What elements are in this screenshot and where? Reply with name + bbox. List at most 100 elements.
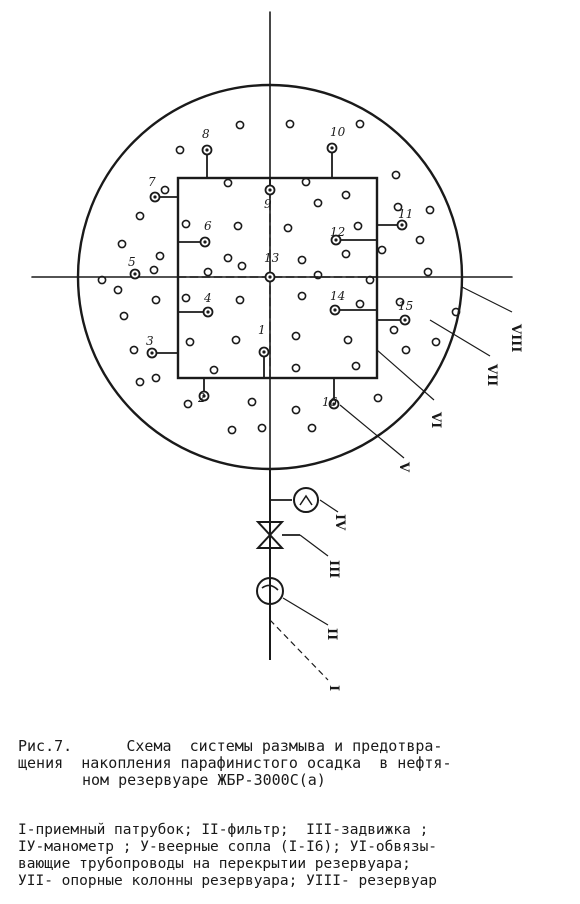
caption-label: Рис.7. [18, 737, 73, 755]
nozzle-center [330, 146, 334, 150]
support-column [129, 345, 139, 355]
support-column [233, 221, 243, 231]
support-column [223, 178, 233, 188]
support-column [175, 145, 185, 155]
nozzle-label: 16 [322, 395, 338, 409]
support-column [297, 255, 307, 265]
support-column [341, 249, 351, 259]
support-column [155, 251, 165, 261]
nozzle-center [262, 350, 266, 354]
nozzle-center [203, 240, 207, 244]
support-column [431, 337, 441, 347]
support-column [231, 335, 241, 345]
support-column [301, 177, 311, 187]
label-piping: VI [428, 411, 443, 428]
support-column [135, 377, 145, 387]
support-column [423, 267, 433, 277]
support-column [181, 219, 191, 229]
support-column [297, 291, 307, 301]
support-column [185, 337, 195, 347]
support-column [113, 285, 123, 295]
support-column [181, 293, 191, 303]
nozzle-center [205, 148, 209, 152]
valve [255, 521, 285, 549]
support-column [373, 393, 383, 403]
nozzle-label: 9 [264, 197, 272, 211]
legend-line2: IУ-манометр ; У-веерные сопла (I-I6); УI… [18, 839, 438, 855]
support-column [343, 335, 353, 345]
nozzle-center [268, 188, 272, 192]
support-column [291, 331, 301, 341]
support-column [237, 261, 247, 271]
nozzle-center [400, 223, 404, 227]
support-column [160, 185, 170, 195]
support-column [355, 299, 365, 309]
label-valve: III [326, 560, 341, 578]
support-column [203, 267, 213, 277]
support-column [377, 245, 387, 255]
support-column [117, 239, 127, 249]
nozzle-center [268, 275, 272, 279]
label-filter: II [324, 628, 339, 640]
figure-legend: I-приемный патрубок; II-фильтр; III-задв… [18, 822, 566, 890]
support-column [353, 221, 363, 231]
support-column [313, 270, 323, 280]
nozzle-label: 4 [203, 291, 212, 305]
label-tank: VIII [508, 323, 523, 352]
caption-line3: ном резервуаре ЖБР-3000С(а) [82, 771, 326, 789]
piping-ring [176, 176, 379, 380]
support-column [135, 211, 145, 221]
nozzle-label: 2 [197, 391, 206, 405]
nozzle-label: 15 [398, 299, 413, 313]
support-column [389, 325, 399, 335]
nozzle-label: 7 [148, 175, 156, 189]
support-column [415, 235, 425, 245]
nozzle-label: 14 [330, 289, 345, 303]
filter [256, 577, 284, 605]
nozzle-label: 10 [330, 125, 346, 139]
support-column [149, 265, 159, 275]
support-column [355, 119, 365, 129]
support-column [393, 202, 403, 212]
support-column [401, 345, 411, 355]
legend-line4: УII- опорные колонны резервуара; УIII- р… [18, 873, 438, 889]
support-column [351, 361, 361, 371]
support-column [307, 423, 317, 433]
support-column [247, 397, 257, 407]
support-column [119, 311, 129, 321]
nozzle-center [202, 394, 206, 398]
support-column [151, 295, 161, 305]
nozzle-center [153, 195, 157, 199]
support-column [341, 190, 351, 200]
support-column [365, 275, 375, 285]
support-column [97, 275, 107, 285]
support-column [285, 119, 295, 129]
nozzle-label: 1 [258, 323, 266, 337]
support-column [257, 423, 267, 433]
support-column [451, 307, 461, 317]
nozzle-center [333, 308, 337, 312]
figure-caption: Рис.7. Схема системы размыва и предотвра… [18, 738, 566, 789]
legend-line3: вающие трубопроводы на перекрытии резерв… [18, 856, 411, 872]
nozzle-center [334, 238, 338, 242]
support-column [223, 253, 233, 263]
legend-line1: I-приемный патрубок; II-фильтр; III-задв… [18, 822, 429, 838]
nozzle-label: 13 [264, 251, 280, 265]
support-column [183, 399, 193, 409]
nozzle-center [332, 402, 336, 406]
support-column [395, 297, 405, 307]
label-nozzle: V [396, 461, 411, 473]
support-column [313, 198, 323, 208]
inlet-pipe-tail [269, 619, 329, 681]
support-column [209, 365, 219, 375]
nozzle-label: 5 [128, 255, 136, 269]
support-column [291, 363, 301, 373]
caption-line1: Схема системы размыва и предотвра- [126, 737, 443, 755]
support-column [425, 205, 435, 215]
nozzle-center [403, 318, 407, 322]
label-inlet: I [326, 685, 341, 691]
nozzle-label: 6 [204, 219, 212, 233]
nozzle-label: 8 [202, 127, 210, 141]
manometer [293, 487, 319, 513]
